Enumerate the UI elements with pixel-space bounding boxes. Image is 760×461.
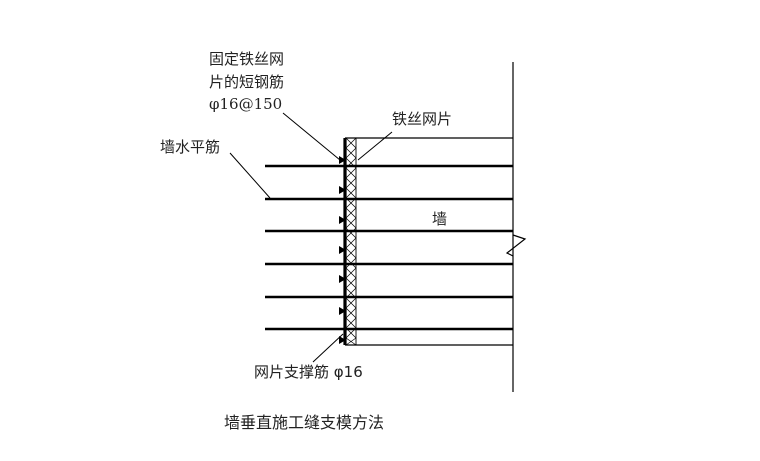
mesh-hatch-line bbox=[345, 147, 357, 159]
label-wire-mesh: 铁丝网片 bbox=[392, 110, 452, 128]
label-fixing-bar-line1: 固定铁丝网 bbox=[209, 50, 284, 68]
mesh-hatch-line bbox=[345, 247, 357, 259]
mesh-hatch-line bbox=[345, 337, 357, 346]
mesh-hatch-line bbox=[345, 277, 357, 289]
label-wall: 墙 bbox=[432, 210, 447, 228]
mesh-hatch-line bbox=[345, 227, 357, 239]
label-wall-horizontal-bar: 墙水平筋 bbox=[160, 138, 220, 156]
fixing-bar-tick bbox=[339, 246, 346, 254]
mesh-hatch-line bbox=[345, 207, 357, 219]
fixing-bar-tick bbox=[339, 307, 346, 315]
break-mark bbox=[505, 234, 527, 257]
fixing-short-bars bbox=[339, 156, 346, 344]
mesh-hatch-line bbox=[345, 177, 357, 189]
mesh-hatch-line bbox=[345, 167, 357, 179]
mesh-hatch-line bbox=[345, 237, 357, 249]
mesh-hatch-line bbox=[345, 297, 357, 309]
fixing-bar-tick bbox=[339, 336, 346, 344]
figure-caption: 墙垂直施工缝支模方法 bbox=[224, 413, 384, 432]
fixing-bar-tick bbox=[339, 156, 346, 164]
fixing-bar-tick bbox=[339, 186, 346, 194]
label-fixing-bar-spec: φ16@150 bbox=[209, 95, 282, 113]
mesh-hatch-line bbox=[345, 267, 357, 279]
leader-lines bbox=[229, 112, 393, 363]
label-fixing-bar-line2: 片的短钢筋 bbox=[209, 73, 284, 91]
leader-wall-bar bbox=[229, 152, 271, 199]
mesh-hatch-line bbox=[345, 187, 357, 199]
mesh-hatch-line bbox=[345, 317, 357, 329]
label-mesh-support-bar: 网片支撑筋 φ16 bbox=[254, 363, 363, 381]
leader-wire-mesh bbox=[357, 131, 393, 161]
mesh-hatch-line bbox=[345, 137, 357, 149]
fixing-bar-tick bbox=[339, 216, 346, 224]
mesh-hatch-line bbox=[345, 307, 357, 319]
leader-support-bar bbox=[312, 333, 344, 363]
wall-horizontal-bars bbox=[265, 164, 513, 331]
wall-outline bbox=[345, 62, 527, 392]
wire-mesh-hatch bbox=[345, 137, 357, 346]
fixing-bar-tick bbox=[339, 275, 346, 283]
leader-fixing-bar bbox=[282, 112, 341, 161]
mesh-hatch-line bbox=[345, 217, 357, 229]
